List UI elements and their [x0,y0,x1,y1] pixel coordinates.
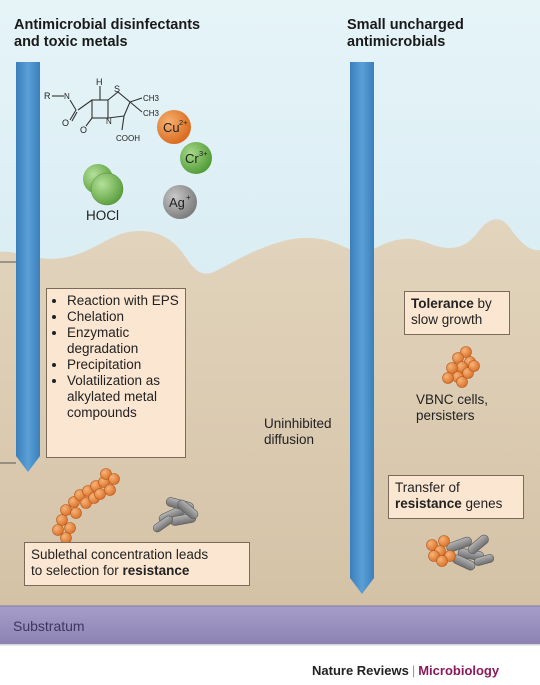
hocl-label: HOCl [86,208,119,223]
ion-cr: Cr 3+ [180,142,212,174]
transfer-line-1: Transfer of [395,480,460,495]
mol-label-cooh: COOH [116,134,140,143]
mechanism-item: Volatilization as alkylated metal compou… [67,373,179,421]
tolerance-rest: by [473,296,492,311]
orange-bacteria-cluster-vbnc [442,346,480,388]
mol-label-s: S [114,84,120,94]
hocl-molecule [83,164,124,206]
substratum-label: Substratum [13,618,85,634]
uninhibited-diffusion-label: Uninhibited diffusion [264,416,332,448]
vbnc-label: VBNC cells, persisters [416,392,488,424]
svg-text:3+: 3+ [199,149,208,158]
svg-text:2+: 2+ [179,118,188,127]
right-title-line-2: antimicrobials [347,34,446,50]
uninhibited-line-2: diffusion [264,432,315,447]
mol-label-ch3-b: CH3 [143,109,160,118]
sublethal-box: Sublethal concentration leads to selecti… [24,542,250,586]
mixed-bacteria-cluster-right [426,534,495,571]
vbnc-line-2: persisters [416,408,475,423]
svg-text:Cr: Cr [185,151,199,166]
mechanism-item: Chelation [67,309,179,325]
left-diffusion-arrow [16,62,40,472]
svg-text:Ag: Ag [169,195,185,210]
sublethal-line-2: to selection for [31,563,123,578]
left-title-line-1: Antimicrobial disinfectants [14,17,201,33]
ion-cu: Cu 2+ [157,110,191,144]
mol-label-o2: O [80,125,87,135]
grey-rod-bacteria-left [152,497,199,533]
gene-transfer-box: Transfer of resistance genes [388,475,524,519]
mol-label-n: N [106,117,112,126]
vbnc-line-1: VBNC cells, [416,392,489,407]
tolerance-bold: Tolerance [411,296,474,311]
transfer-bold: resistance [395,496,462,511]
transfer-rest: genes [461,496,503,511]
mechanism-item: Enzymatic degradation [67,325,179,357]
mol-label-nh: N [64,92,70,101]
left-title-line-2: and toxic metals [14,34,128,50]
mol-label-r: R [44,91,51,101]
journal-credit: Nature Reviews|Microbiology [312,663,499,678]
mechanisms-list: Reaction with EPS Chelation Enzymatic de… [53,293,179,421]
svg-text:+: + [186,193,191,202]
journal-name: Microbiology [418,663,500,678]
sublethal-line-1: Sublethal concentration leads [31,547,209,562]
right-title-line-1: Small uncharged [347,17,464,33]
mol-label-ch3-a: CH3 [143,94,160,103]
mol-label-h: H [96,77,103,87]
beta-lactam-molecule [52,86,143,131]
right-column-title: Small uncharged antimicrobials [347,17,464,51]
credit-separator: | [411,663,416,678]
mol-label-o1: O [62,118,69,128]
svg-text:Cu: Cu [163,120,180,135]
tolerance-box: Tolerance by slow growth [404,291,510,335]
ion-ag: Ag + [163,185,197,219]
right-diffusion-arrow [350,62,374,594]
uninhibited-line-1: Uninhibited [264,416,332,431]
tolerance-line-2: slow growth [411,312,483,327]
left-column-title: Antimicrobial disinfectants and toxic me… [14,17,200,51]
mechanism-item: Reaction with EPS [67,293,179,309]
orange-bacteria-cluster-left [52,468,120,544]
publisher-name: Nature Reviews [312,663,409,678]
resistance-mechanisms-box: Reaction with EPS Chelation Enzymatic de… [46,288,186,458]
substratum-layer [0,606,540,644]
mechanism-item: Precipitation [67,357,179,373]
sublethal-bold: resistance [122,563,190,578]
